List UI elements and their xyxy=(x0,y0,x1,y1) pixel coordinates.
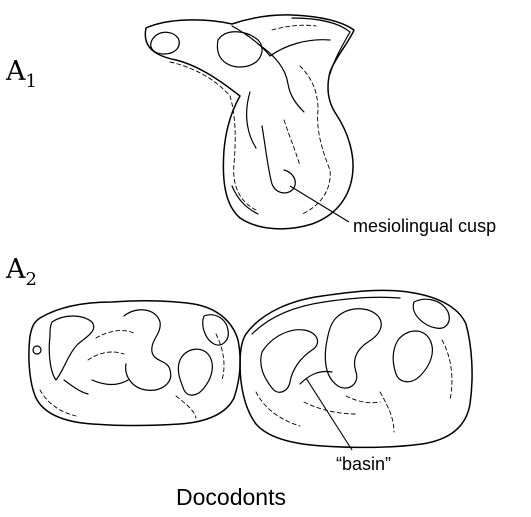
tooth-a1-dash-3 xyxy=(284,120,300,166)
tooth-a2-left xyxy=(29,301,240,426)
tooth-a1-rim xyxy=(292,18,350,74)
tooth-a2-right-dash-3 xyxy=(442,340,452,400)
panel-letter-a1: A xyxy=(5,56,26,87)
basin-leader xyxy=(306,378,352,450)
tooth-a2-left-crest-2 xyxy=(64,380,88,394)
tooth-a2-left-dash-4 xyxy=(40,390,76,416)
mesiolingual-cusp-label: mesiolingual cusp xyxy=(353,216,496,236)
tooth-a1-mesial-pit xyxy=(151,32,179,54)
tooth-a1-lingual-groove xyxy=(247,92,256,148)
tooth-a1-dash-2 xyxy=(300,66,330,214)
tooth-a1-dash-1 xyxy=(170,62,256,210)
tooth-a2-left-outline xyxy=(29,301,240,426)
panel-label-a2: A2 xyxy=(5,254,37,290)
panel-label-a1: A1 xyxy=(5,56,37,92)
tooth-a1-crest xyxy=(258,44,304,112)
tooth-a1-outline xyxy=(145,15,354,229)
tooth-a2-left-dash-2 xyxy=(88,352,124,360)
tooth-a1-buccal-edge xyxy=(232,26,330,56)
tooth-a2-left-loop-1 xyxy=(49,316,94,380)
tooth-a2-right-outline xyxy=(240,290,472,447)
tooth-a1-mesiolingual-cusp xyxy=(262,126,295,193)
tooth-a2-left-loop-2 xyxy=(124,310,171,391)
panel-subscript-a2: 2 xyxy=(26,269,37,290)
panel-letter-a2: A xyxy=(5,254,26,285)
tooth-a2-left-crest-1 xyxy=(92,380,128,385)
tooth-a2-left-loop-4 xyxy=(203,315,229,345)
tooth-a2-right-dash-5 xyxy=(346,396,380,403)
tooth-a2-left-dash-5 xyxy=(216,334,224,380)
basin-label: “basin” xyxy=(336,454,391,474)
tooth-a2-right-loop-4 xyxy=(413,299,449,328)
tooth-a2-right-loop-3 xyxy=(393,331,432,382)
panel-subscript-a1: 1 xyxy=(26,71,37,92)
tooth-a1-dash-4 xyxy=(272,25,316,30)
figure-caption: Docodonts xyxy=(176,484,286,510)
tooth-a2-right xyxy=(240,290,472,447)
tooth-a2-right-dash-2 xyxy=(380,392,394,432)
tooth-a1-lingual-edge xyxy=(232,186,258,214)
tooth-a2-left-loop-3 xyxy=(178,349,212,395)
tooth-a2-right-loop-2 xyxy=(325,309,381,388)
tooth-a2-left-dash-1 xyxy=(96,331,136,338)
tooth-a1 xyxy=(145,15,354,229)
tooth-a2-right-dash-4 xyxy=(304,402,356,414)
tooth-a2-right-dash-1 xyxy=(256,392,300,426)
tooth-a1-central-loop xyxy=(217,32,262,67)
tooth-a2-left-mesial-pit xyxy=(33,346,41,354)
tooth-a2-left-dash-3 xyxy=(176,396,196,418)
tooth-a2-right-basin-crest xyxy=(300,372,332,385)
